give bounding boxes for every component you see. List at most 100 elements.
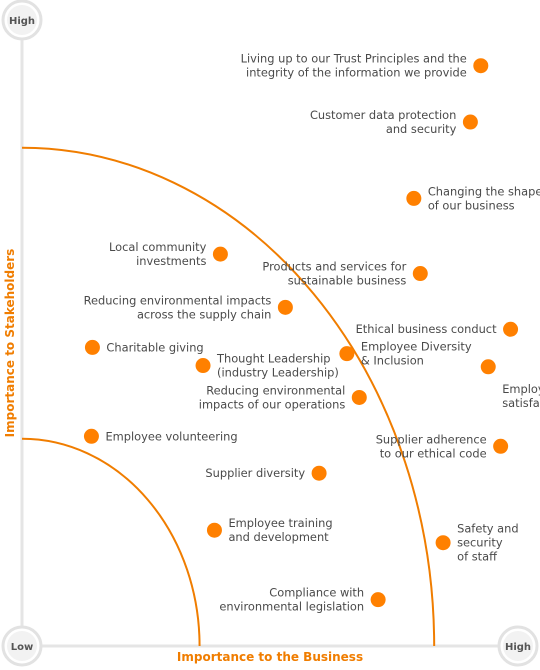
data-label-line: Employee training [228,516,332,530]
data-point [84,339,100,355]
data-point [473,58,489,74]
corner-low-origin: Low [1,625,43,667]
axes [20,40,498,648]
data-point [206,522,222,538]
data-point [339,346,355,362]
data-label-line: security [457,536,503,550]
data-label-line: Safety and [457,522,519,536]
data-label-line: Thought Leadership [216,352,331,366]
data-point [462,114,478,130]
corner-label-high-top: High [9,16,35,27]
data-label-line: impacts of our operations [199,397,346,411]
corner-high-top: High [1,0,43,41]
x-axis-title: Importance to the Business [177,650,363,664]
data-label-line: sustainable business [288,274,407,288]
data-point-group: Thought Leadership(industry Leadership) [195,352,339,380]
data-label-line: satisfaction [502,396,540,410]
data-label-line: of staff [457,550,498,564]
data-label-line: (industry Leadership) [217,366,339,380]
corner-badge-fill [7,631,37,661]
data-point [435,535,451,551]
data-point [480,359,496,375]
data-label-line: & Inclusion [361,354,424,368]
data-point [277,299,293,315]
data-label-line: to our ethical code [380,446,487,460]
data-point [351,389,367,405]
data-label: Thought Leadership(industry Leadership) [216,352,339,380]
data-label-line: investments [136,254,206,268]
data-points: Living up to our Trust Principles and th… [84,52,540,614]
data-label: Ethical business conduct [356,322,498,336]
data-point [195,358,211,374]
data-label-line: Reducing environmental [206,383,345,397]
data-point-group: Charitable giving [84,339,204,355]
data-label-line: across the supply chain [137,307,271,321]
corner-badge-fill [503,631,533,661]
zone-boundary-inner [21,437,201,647]
zone-boundaries [21,146,436,647]
data-point [493,438,509,454]
data-point-group: Employeesatisfaction [480,359,540,410]
data-label-line: Changing the shape [428,184,540,198]
data-point [83,428,99,444]
data-label: Employee volunteering [105,429,237,443]
data-label-line: Charitable giving [106,340,203,354]
data-point [311,465,327,481]
y-axis-title: Importance to Stakeholders [3,249,17,438]
data-point-group: Employee Diversity& Inclusion [339,340,472,368]
data-label: Charitable giving [106,340,203,354]
corner-label-low: Low [11,642,33,653]
data-label-line: Supplier diversity [205,466,305,480]
data-label-line: Customer data protection [310,108,456,122]
data-label-line: and development [228,530,329,544]
data-label-line: Living up to our Trust Principles and th… [241,52,467,66]
data-label-line: Ethical business conduct [356,322,498,336]
data-label-line: Local community [109,240,207,254]
data-point [212,246,228,262]
data-label-line: integrity of the information we provide [246,66,467,80]
data-label-line: Compliance with [269,586,364,600]
data-point [370,592,386,608]
data-label: Supplier diversity [205,466,305,480]
corner-badge-fill [7,5,37,35]
data-point-group: Supplier diversity [205,465,327,481]
data-label: Employee Diversity& Inclusion [361,340,472,368]
corner-label-high-right: High [505,642,531,653]
data-label: Living up to our Trust Principles and th… [241,52,467,80]
data-label-line: Supplier adherence [376,432,487,446]
data-point [406,190,422,206]
data-label-line: Employee [502,382,540,396]
data-point [503,321,519,337]
data-point [412,266,428,282]
data-label-line: environmental legislation [219,600,364,614]
corner-high-right: High [497,625,539,667]
data-label-line: and security [386,122,457,136]
data-label-line: Employee volunteering [105,429,237,443]
data-label: Employeesatisfaction [502,382,540,410]
data-label-line: Employee Diversity [361,340,472,354]
data-label-line: Reducing environmental impacts [84,293,272,307]
data-label-line: of our business [428,198,515,212]
data-point-group: Living up to our Trust Principles and th… [241,52,489,80]
